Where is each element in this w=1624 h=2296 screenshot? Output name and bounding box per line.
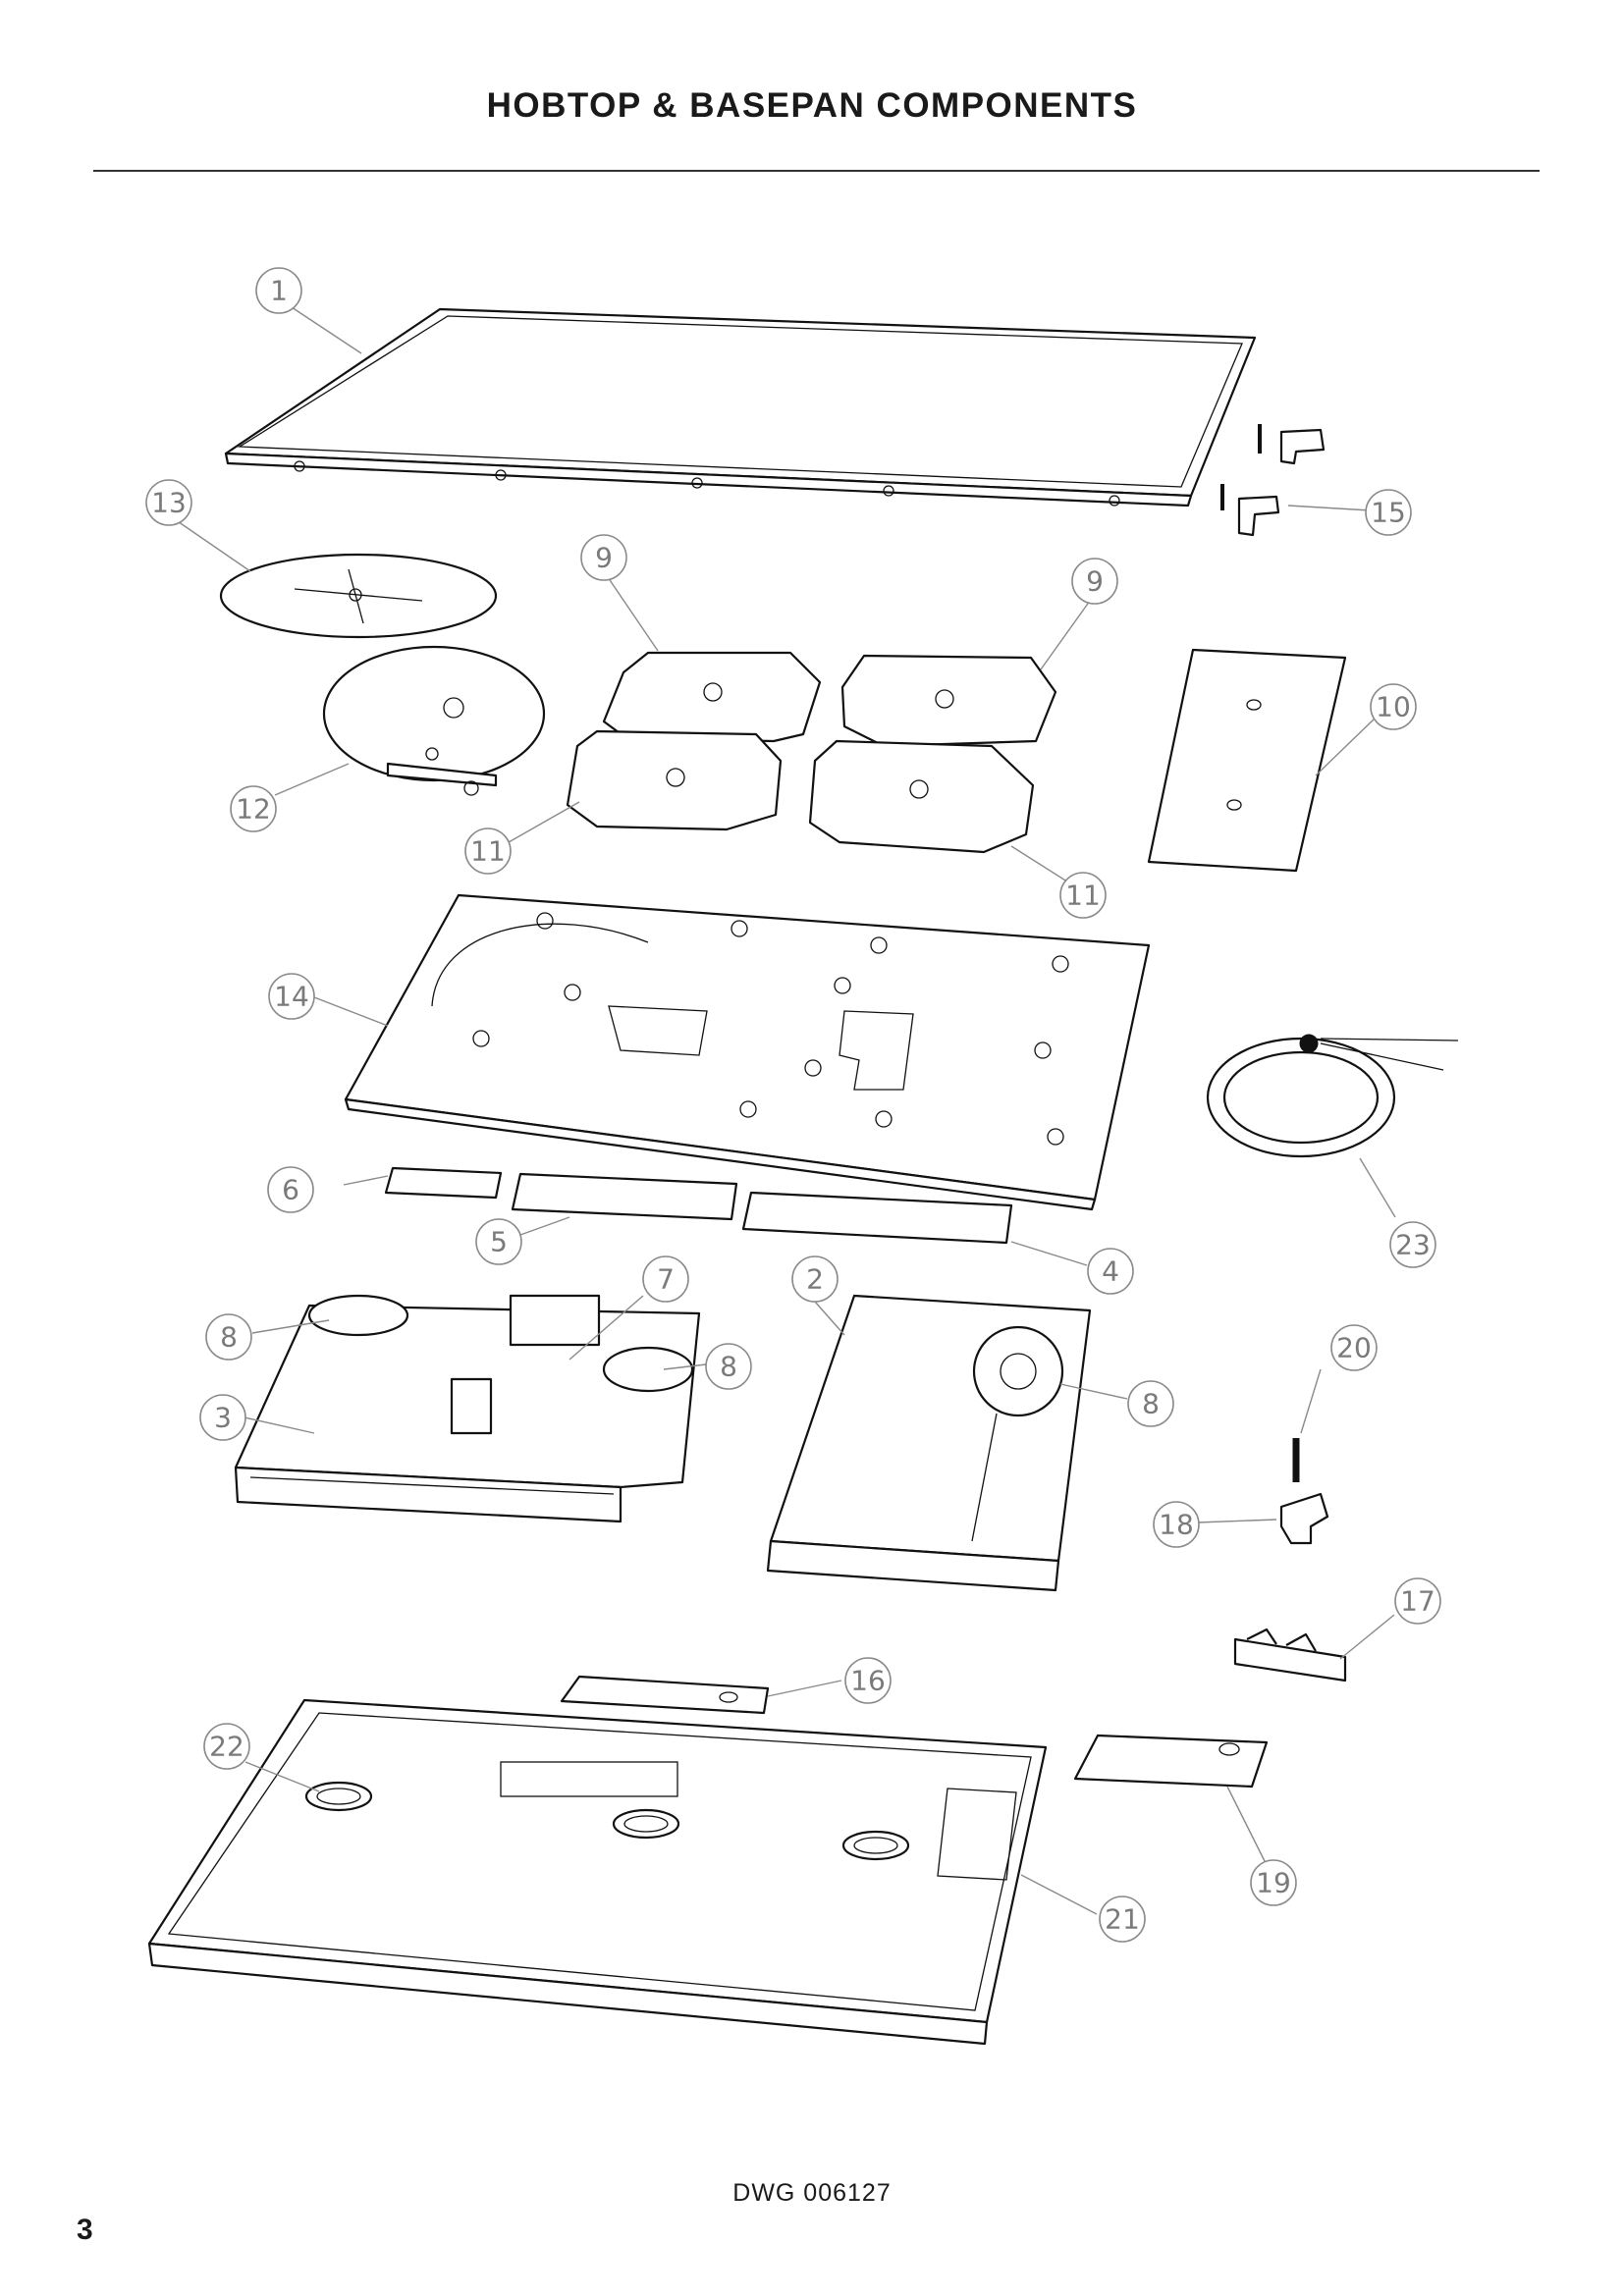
callout-12: 12 <box>230 785 277 832</box>
callout-8: 8 <box>1127 1380 1174 1427</box>
callout-13: 13 <box>145 479 192 526</box>
callout-9: 9 <box>1071 558 1118 605</box>
part-plate-19 <box>1073 1734 1269 1789</box>
page-number: 3 <box>77 2214 93 2246</box>
part-round-coil <box>322 645 546 796</box>
callout-3: 3 <box>199 1394 246 1441</box>
part-small-fittings <box>1233 1438 1347 1682</box>
callout-1: 1 <box>255 267 302 314</box>
svg-text:4: 4 <box>1102 1255 1119 1288</box>
part-base-pan-21 <box>147 1698 1048 2046</box>
callout-22: 22 <box>203 1723 250 1770</box>
svg-text:22: 22 <box>209 1731 244 1763</box>
callout-21: 21 <box>1099 1896 1146 1943</box>
title-divider <box>93 170 1540 172</box>
svg-text:8: 8 <box>720 1351 737 1383</box>
callout-8: 8 <box>205 1313 252 1361</box>
callout-6: 6 <box>267 1166 314 1213</box>
callout-4: 4 <box>1087 1248 1134 1295</box>
callout-5: 5 <box>475 1218 522 1265</box>
svg-text:18: 18 <box>1159 1509 1194 1541</box>
part-base-module-right <box>766 1294 1092 1592</box>
svg-text:19: 19 <box>1256 1867 1291 1899</box>
callout-2: 2 <box>791 1255 839 1303</box>
svg-text:20: 20 <box>1336 1332 1372 1364</box>
svg-text:1: 1 <box>270 275 288 307</box>
svg-text:3: 3 <box>214 1402 232 1434</box>
callout-14: 14 <box>268 973 315 1020</box>
svg-text:21: 21 <box>1105 1903 1140 1936</box>
callout-20: 20 <box>1330 1324 1378 1371</box>
part-terminal-strips <box>384 1166 1013 1245</box>
callout-11: 11 <box>1059 872 1107 919</box>
part-disc-13 <box>219 553 498 639</box>
part-cord-23 <box>1206 1034 1459 1158</box>
svg-text:15: 15 <box>1371 497 1406 529</box>
callout-8: 8 <box>705 1343 752 1390</box>
svg-text:11: 11 <box>1065 880 1101 912</box>
svg-text:2: 2 <box>806 1263 824 1296</box>
svg-text:9: 9 <box>1086 565 1104 598</box>
callout-19: 19 <box>1250 1859 1297 1906</box>
part-support-plate-14 <box>344 893 1151 1211</box>
svg-text:7: 7 <box>657 1263 675 1296</box>
svg-text:8: 8 <box>1142 1388 1160 1420</box>
leader-lines <box>171 306 1396 1915</box>
callout-15: 15 <box>1365 489 1412 536</box>
callout-7: 7 <box>642 1255 689 1303</box>
svg-text:10: 10 <box>1376 691 1411 723</box>
callout-17: 17 <box>1394 1577 1441 1625</box>
part-base-module-left <box>234 1294 701 1523</box>
part-brackets <box>1220 424 1326 537</box>
svg-text:6: 6 <box>282 1174 299 1206</box>
svg-text:5: 5 <box>490 1226 508 1258</box>
part-coils-9-11 <box>566 651 1057 854</box>
callout-11: 11 <box>464 828 512 875</box>
svg-text:13: 13 <box>151 487 187 519</box>
part-cover-plate-16 <box>560 1675 770 1715</box>
drawing-number: DWG 006127 <box>732 2179 892 2207</box>
svg-text:16: 16 <box>850 1665 886 1697</box>
svg-text:12: 12 <box>236 793 271 826</box>
part-hobtop-glass <box>224 307 1257 507</box>
svg-text:9: 9 <box>595 542 613 574</box>
part-sheet-10 <box>1147 648 1347 873</box>
page-title: HOBTOP & BASEPAN COMPONENTS <box>486 86 1138 125</box>
svg-text:11: 11 <box>470 835 506 868</box>
callout-10: 10 <box>1370 683 1417 730</box>
svg-text:14: 14 <box>274 981 309 1013</box>
callout-23: 23 <box>1389 1221 1436 1268</box>
svg-text:8: 8 <box>220 1321 238 1354</box>
svg-text:23: 23 <box>1395 1229 1431 1261</box>
callout-16: 16 <box>844 1657 892 1704</box>
callout-9: 9 <box>580 534 627 581</box>
callout-18: 18 <box>1153 1501 1200 1548</box>
svg-text:17: 17 <box>1400 1585 1435 1618</box>
